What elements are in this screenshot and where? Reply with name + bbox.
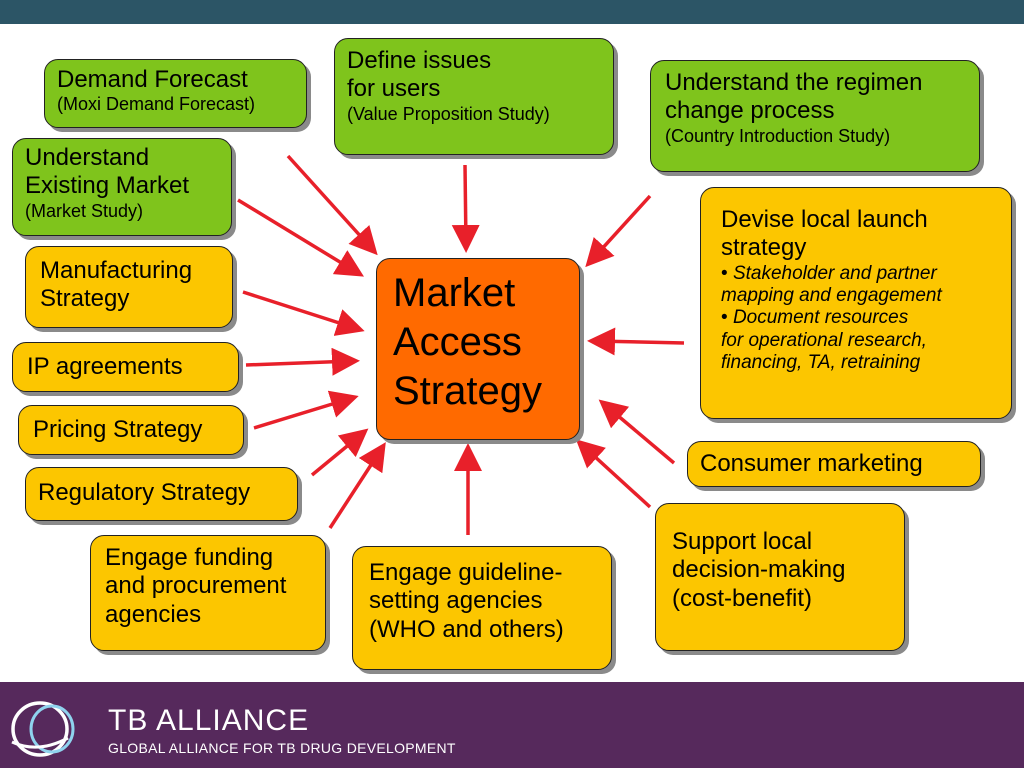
arrow-define-issues: [451, 164, 480, 253]
manufacturing-line-2: Strategy: [40, 285, 130, 313]
demand-forecast-box: Demand Forecast (Moxi Demand Forecast): [44, 59, 307, 128]
engage-funding-line-1: Engage funding: [105, 544, 274, 571]
engage-guideline-line-3: (WHO and others): [369, 615, 564, 643]
engage-funding-box: Engage funding and procurement agencies: [90, 535, 326, 651]
arrow-pricing: [253, 390, 359, 430]
arrow-local-launch: [587, 327, 685, 356]
ip-agreements-box: IP agreements: [12, 342, 239, 392]
define-issues-title-2: for users: [347, 75, 441, 103]
regulatory-strategy-label: Regulatory Strategy: [38, 479, 251, 506]
arrow-manufacturing: [242, 290, 365, 336]
local-decision-line-2: decision-making: [672, 556, 846, 584]
manufacturing-box: Manufacturing Strategy: [25, 246, 233, 328]
engage-funding-line-2: and procurement: [105, 572, 287, 600]
bullet-1-line-1: Stakeholder and partner: [732, 262, 937, 284]
pricing-strategy-label: Pricing Strategy: [33, 416, 203, 443]
regimen-change-title-1: Understand the regimen: [665, 69, 923, 96]
tb-alliance-logo-icon: [11, 701, 75, 757]
arrow-decision: [575, 439, 652, 509]
engage-guideline-box: Engage guideline- setting agencies (WHO …: [352, 546, 612, 670]
engage-guideline-line-2: setting agencies: [369, 587, 543, 615]
arrow-ip: [245, 347, 360, 376]
center-line-1: Market: [393, 271, 516, 315]
bullet-2-line-1: Document resources: [732, 307, 909, 329]
arrow-existing-market: [237, 198, 364, 277]
regimen-change-box: Understand the regimen change process (C…: [650, 60, 980, 172]
local-decision-line-3: (cost-benefit): [672, 584, 813, 612]
arrow-regimen-change: [585, 194, 652, 268]
center-line-2: Access: [393, 319, 522, 364]
arrow-regulatory: [310, 428, 369, 477]
define-issues-title-1: Define issues: [347, 47, 492, 74]
market-access-strategy-box: Market Access Strategy: [376, 258, 580, 440]
consumer-marketing-box: Consumer marketing: [687, 441, 981, 487]
arrow-demand-forecast: [286, 154, 378, 256]
engage-funding-line-3: agencies: [105, 600, 202, 628]
engage-guideline-line-1: Engage guideline-: [369, 559, 563, 586]
existing-market-box: Understand Existing Market (Market Study…: [12, 138, 232, 236]
demand-forecast-sub: (Moxi Demand Forecast): [57, 94, 256, 115]
bullet-1: •: [721, 262, 728, 284]
brand-name: TB ALLIANCE: [108, 704, 310, 737]
existing-market-title-2: Existing Market: [25, 172, 190, 200]
define-issues-box: Define issues for users (Value Propositi…: [334, 38, 614, 155]
regimen-change-sub: (Country Introduction Study): [665, 125, 891, 146]
regulatory-strategy-box: Regulatory Strategy: [25, 467, 298, 521]
local-launch-box: Devise local launch strategy • Stakehold…: [700, 187, 1012, 419]
bullet-2-line-3: financing, TA, retraining: [721, 352, 921, 374]
manufacturing-line-1: Manufacturing: [40, 257, 193, 284]
bullet-2: •: [721, 307, 728, 329]
top-bar: [0, 0, 1024, 24]
center-line-3: Strategy: [393, 368, 542, 413]
define-issues-sub: (Value Proposition Study): [347, 103, 550, 124]
arrow-consumer: [598, 399, 676, 465]
local-decision-box: Support local decision-making (cost-bene…: [655, 503, 905, 651]
ip-agreements-label: IP agreements: [27, 353, 183, 380]
footer-bar: TB ALLIANCE GLOBAL ALLIANCE FOR TB DRUG …: [0, 682, 1024, 768]
local-decision-line-1: Support local: [672, 528, 813, 555]
brand-tagline: GLOBAL ALLIANCE FOR TB DRUG DEVELOPMENT: [108, 740, 456, 756]
arrow-funding: [328, 442, 386, 529]
local-launch-title-1: Devise local launch: [721, 206, 928, 233]
existing-market-sub: (Market Study): [25, 200, 144, 221]
consumer-marketing-label: Consumer marketing: [700, 450, 923, 477]
arrows-layer: [237, 154, 685, 535]
existing-market-title-1: Understand: [25, 144, 150, 171]
local-launch-title-2: strategy: [721, 234, 807, 262]
bullet-1-line-2: mapping and engagement: [721, 285, 942, 307]
demand-forecast-title: Demand Forecast: [57, 66, 248, 93]
bullet-2-line-2: for operational research,: [721, 329, 927, 351]
regimen-change-title-2: change process: [665, 97, 835, 125]
pricing-strategy-box: Pricing Strategy: [18, 405, 244, 455]
